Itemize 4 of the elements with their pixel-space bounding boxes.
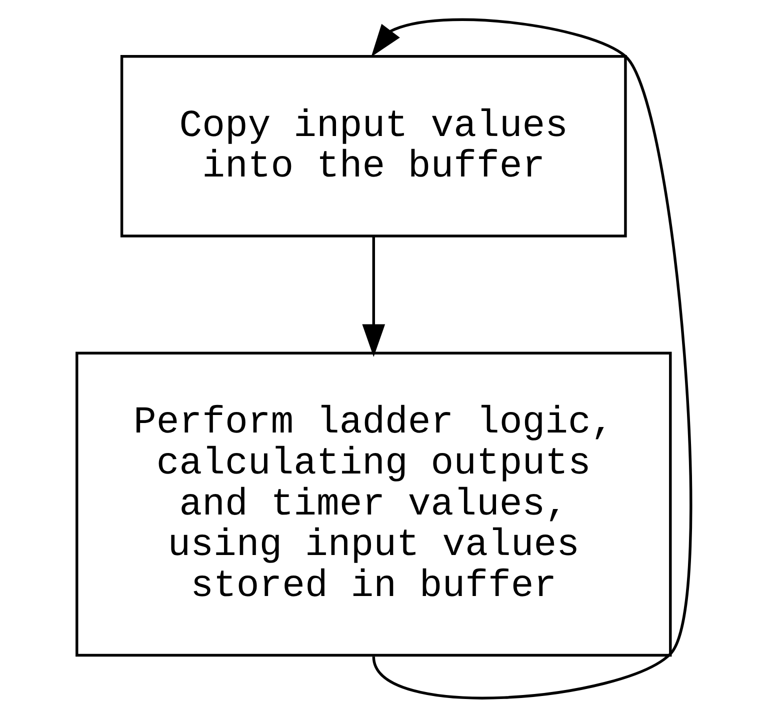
node-box: Copy input values into the buffer — [120, 54, 626, 238]
node-box: Perform ladder logic, calculating outputs and timer values, using input values stored in buffer — [75, 352, 672, 657]
arrow — [362, 236, 385, 357]
arrow — [370, 18, 692, 700]
